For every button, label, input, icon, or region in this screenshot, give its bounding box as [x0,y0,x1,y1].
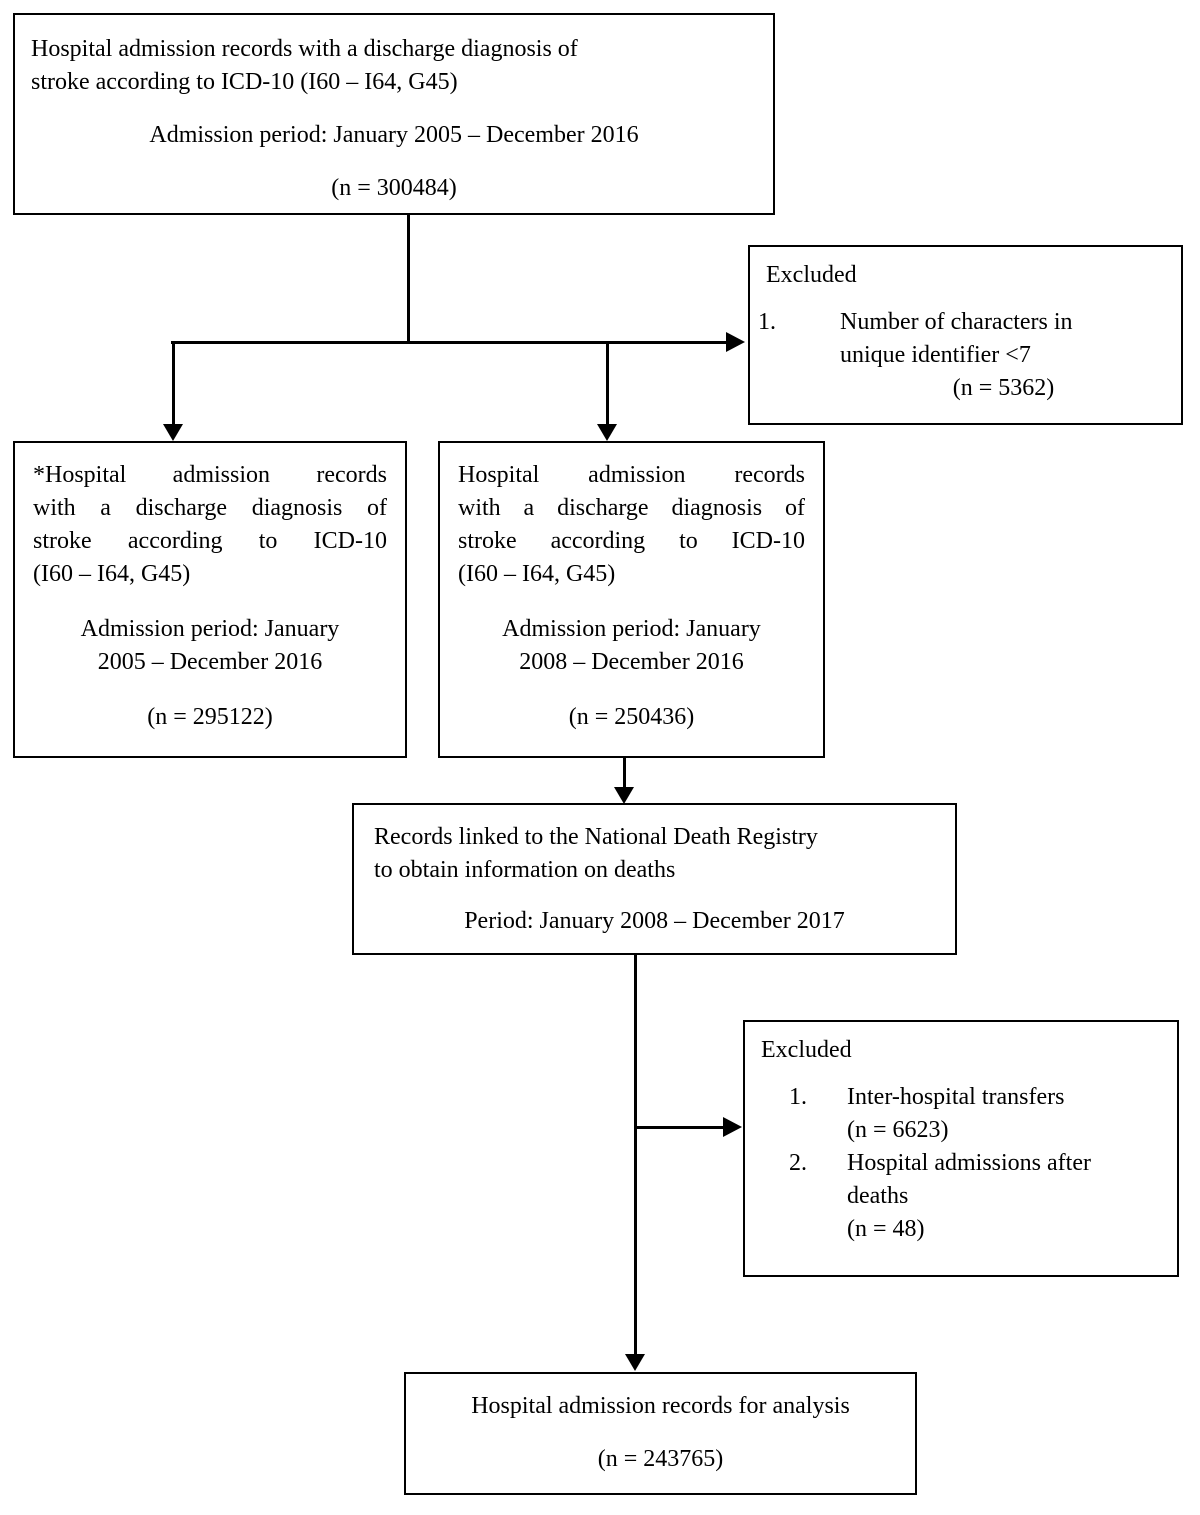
flow-arrowhead-to-left-box [163,424,183,441]
excluded-item-text-line: unique identifier <7 [840,342,1031,368]
flow-line-branch-horizontal [171,341,728,344]
excluded-item-n: (n = 48) [847,1216,925,1242]
excluded-item-body: Number of characters in unique identifie… [840,306,1167,405]
box-admissions-2008-2016: Hospital admission records with a discha… [438,441,825,758]
box-admissions-2005-period-line: 2005 – December 2016 [97,649,323,675]
flow-line-to-middle-box [606,341,609,425]
box-admissions-2005-text-line: stroke according to ICD-10 [33,528,387,554]
box-total-admissions: Hospital admission records with a discha… [13,13,775,215]
box-admissions-2008-text-line: stroke according to ICD-10 [458,528,805,554]
flow-line-top-vertical [407,213,410,343]
box-admissions-2005-period-line: Admission period: January [80,616,340,642]
box-excluded-transfers-deaths: Excluded 1. Inter-hospital transfers (n … [743,1020,1179,1277]
box-total-admissions-n: (n = 300484) [331,175,457,201]
excluded-item-body: Inter-hospital transfers (n = 6623) [847,1081,1163,1147]
box-admissions-2008-text-line: Hospital admission records [458,462,805,488]
excluded-item-text-line: Hospital admissions after [847,1150,1091,1176]
box-death-registry-period: Period: January 2008 – December 2017 [464,908,845,934]
box-admissions-2005-n: (n = 295122) [147,704,273,730]
box-excluded-transfers-title: Excluded [761,1037,852,1063]
box-admissions-2005-2016: *Hospital admission records with a disch… [13,441,407,758]
flow-line-to-left-box [172,341,175,425]
box-excluded-short-identifier: Excluded 1. Number of characters in uniq… [748,245,1183,425]
flow-arrowhead-to-analysis-box [625,1354,645,1371]
excluded-item: 2. Hospital admissions after deaths (n =… [789,1147,1163,1246]
flow-arrowhead-to-middle-box [597,424,617,441]
excluded-item-body: Hospital admissions after deaths (n = 48… [847,1147,1163,1246]
flow-arrowhead-to-excluded-2 [723,1117,742,1137]
box-admissions-2008-text-line: (I60 – I64, G45) [458,561,616,587]
box-admissions-2005-text-line: with a discharge diagnosis of [33,495,387,521]
excluded-item: 1. Inter-hospital transfers (n = 6623) [789,1081,1163,1147]
excluded-item: 1. Number of characters in unique identi… [758,306,1167,405]
box-analysis-title: Hospital admission records for analysis [471,1393,850,1419]
excluded-item-text-line: Number of characters in [840,309,1073,335]
excluded-item-n: (n = 5362) [952,375,1055,401]
excluded-item-number: 1. [789,1084,807,1110]
box-excluded-short-identifier-title: Excluded [766,262,857,288]
box-admissions-2008-period-line: Admission period: January [502,616,761,642]
box-death-registry-linkage: Records linked to the National Death Reg… [352,803,957,955]
flow-line-branch-to-excluded-2 [635,1126,725,1129]
box-death-registry-text-line: Records linked to the National Death Reg… [374,824,818,850]
box-admissions-2005-text-line: *Hospital admission records [33,462,387,488]
excluded-item-number: 1. [758,309,776,335]
excluded-item-n: (n = 6623) [847,1117,949,1143]
excluded-item-number: 2. [789,1150,807,1176]
box-death-registry-text-line: to obtain information on deaths [374,857,676,883]
box-admissions-2008-n: (n = 250436) [568,704,695,730]
box-admissions-2008-text-line: with a discharge diagnosis of [458,495,805,521]
box-analysis-n: (n = 243765) [597,1446,724,1472]
flow-arrowhead-to-excluded-1 [726,332,745,352]
box-analysis: Hospital admission records for analysis … [404,1372,917,1495]
flow-arrowhead-to-registry-box [614,787,634,804]
box-total-admissions-period: Admission period: January 2005 – Decembe… [149,122,639,148]
excluded-item-text-line: Inter-hospital transfers [847,1084,1065,1110]
excluded-item-text-line: deaths [847,1183,909,1209]
box-admissions-2008-period-line: 2008 – December 2016 [519,649,744,675]
box-total-admissions-text-line: stroke according to ICD-10 (I60 – I64, G… [31,69,458,95]
box-total-admissions-text-line: Hospital admission records with a discha… [31,36,578,62]
box-admissions-2005-text-line: (I60 – I64, G45) [33,561,191,587]
flow-line-middle-to-registry [623,757,626,788]
flow-line-registry-to-analysis [634,954,637,1355]
